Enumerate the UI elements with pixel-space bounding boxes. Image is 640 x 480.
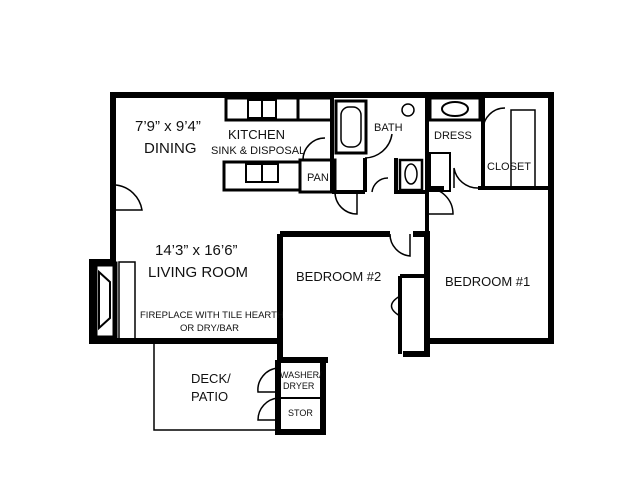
pan-label: PAN	[307, 172, 329, 184]
fireplace-label-line2: OR DRY/BAR	[180, 323, 239, 334]
fireplace	[92, 261, 136, 341]
bedroom1-door-swing	[453, 167, 479, 189]
living-label: LIVING ROOM	[148, 264, 248, 281]
dress-label: DRESS	[434, 130, 472, 142]
dining-label: DINING	[144, 140, 197, 157]
hall-door-swing	[371, 177, 389, 193]
washer-door-swing	[257, 367, 279, 393]
bath-walls	[330, 98, 429, 194]
kitchen-fixtures	[222, 96, 337, 194]
washer-label-line1: WASHER/	[280, 370, 322, 380]
bedroom1-closet	[481, 98, 536, 189]
stor-door-swing	[257, 397, 279, 421]
bathtub	[334, 99, 368, 155]
bedroom2-closet	[390, 274, 427, 354]
dress-door-swing	[426, 187, 454, 215]
deck-outline	[153, 341, 278, 431]
living-dims: 14’3” x 16’6”	[155, 242, 238, 259]
stor-label: STOR	[288, 408, 313, 418]
bath-label: BATH	[374, 122, 403, 134]
bath-door-swing	[364, 133, 393, 159]
fireplace-label-line1: FIREPLACE WITH TILE HEARTH	[140, 310, 284, 321]
bedroom2-walls	[277, 231, 430, 360]
vanity	[428, 96, 482, 192]
deck-label-line1: DECK/	[191, 371, 231, 386]
washer-label-line2: DRYER	[283, 381, 315, 391]
bedroom2-door-swing	[389, 233, 411, 257]
deck-label-line2: PATIO	[191, 389, 228, 404]
washer-stor-block	[275, 360, 326, 435]
kitchen-sub-label: SINK & DISPOSAL	[211, 145, 305, 157]
closet-label: CLOSET	[487, 161, 531, 173]
bedroom2-label: BEDROOM #2	[296, 269, 381, 284]
dining-dims: 7’9” x 9’4”	[135, 118, 201, 135]
pan-door-swing	[334, 191, 358, 215]
kitchen-label: KITCHEN	[228, 127, 285, 142]
toilet	[398, 103, 424, 192]
entry-door-swing	[115, 184, 143, 211]
bedroom1-label: BEDROOM #1	[445, 274, 530, 289]
